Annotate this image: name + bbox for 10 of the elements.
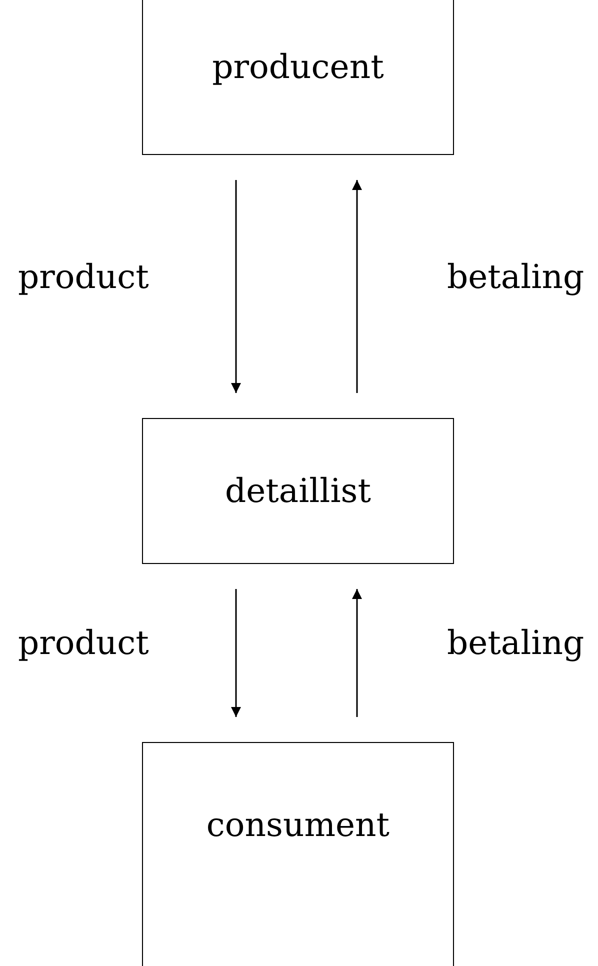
entity-name: detaillist [224, 471, 371, 510]
arrow [352, 589, 362, 717]
arrow [231, 180, 241, 393]
entity-box [142, 742, 454, 966]
entity-name: producent [212, 47, 384, 86]
entity-box [142, 418, 454, 564]
arrow [352, 180, 362, 393]
entity-box [142, 0, 454, 155]
arrow [231, 589, 241, 717]
entity-name: consument [206, 805, 390, 844]
